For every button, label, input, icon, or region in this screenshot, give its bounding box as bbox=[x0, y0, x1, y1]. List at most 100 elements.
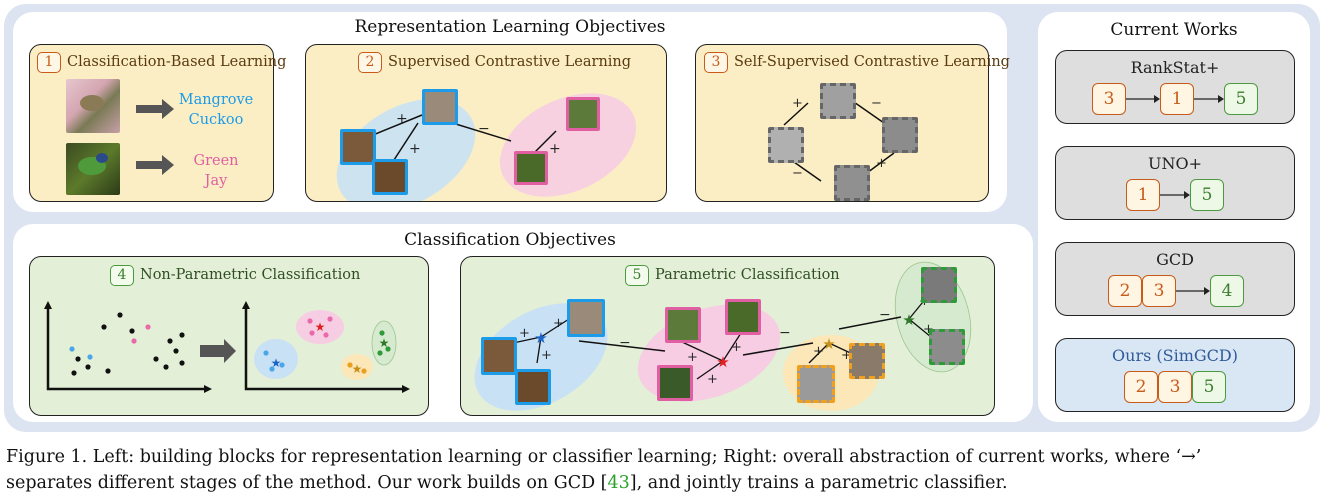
box2-number: 2 bbox=[358, 52, 382, 73]
svg-text:+: + bbox=[813, 344, 824, 359]
aug-thumb-1 bbox=[820, 83, 856, 119]
representation-title: Representation Learning Objectives bbox=[354, 17, 666, 37]
supervised-contrastive-diagram: + + − + bbox=[336, 93, 637, 201]
label-jay: Jay bbox=[204, 173, 228, 189]
box4-title: Non-Parametric Classification bbox=[140, 267, 361, 283]
svg-text:+: + bbox=[519, 326, 530, 341]
stage-tag: 2 bbox=[1124, 371, 1158, 403]
bird-thumb-5 bbox=[514, 151, 548, 185]
svg-text:+: + bbox=[541, 348, 552, 363]
svg-text:+: + bbox=[553, 316, 564, 331]
caption-line-2-start: separates different stages of the method… bbox=[6, 473, 608, 493]
bird-photo-mangrove-cuckoo bbox=[66, 79, 120, 133]
svg-text:+: + bbox=[707, 372, 718, 387]
param-thumb-8 bbox=[797, 365, 835, 403]
box5-header: 5 Parametric Classification bbox=[625, 265, 840, 286]
box3-header: 3 Self-Supervised Contrastive Learning bbox=[704, 52, 1010, 73]
svg-text:★: ★ bbox=[902, 311, 915, 329]
svg-text:+: + bbox=[731, 340, 742, 355]
box-parametric-classification: 5 Parametric Classification + + + − + + +… bbox=[460, 256, 995, 416]
svg-text:−: − bbox=[792, 166, 803, 181]
aug-thumb-4 bbox=[834, 165, 870, 201]
caption-line-1: Figure 1. Left: building blocks for repr… bbox=[6, 447, 1202, 467]
param-thumb-7 bbox=[849, 343, 885, 379]
bird-thumb-2 bbox=[340, 129, 376, 165]
svg-text:−: − bbox=[478, 121, 490, 137]
box4-number: 4 bbox=[110, 265, 134, 286]
label-green: Green bbox=[193, 153, 239, 169]
box5-title: Parametric Classification bbox=[655, 267, 840, 283]
param-thumb-5 bbox=[725, 299, 761, 335]
work-card-uno: UNO+ 1 5 bbox=[1055, 146, 1295, 220]
label-cuckoo: Cuckoo bbox=[188, 112, 244, 128]
box3-number: 3 bbox=[704, 52, 728, 73]
stage-tag: 5 bbox=[1192, 371, 1226, 403]
svg-text:−: − bbox=[619, 335, 631, 351]
stage-tag: 1 bbox=[1126, 179, 1160, 211]
box3-title: Self-Supervised Contrastive Learning bbox=[734, 54, 1010, 70]
param-thumb-3 bbox=[515, 369, 551, 405]
stage-tag: 1 bbox=[1160, 83, 1194, 115]
param-thumb-6 bbox=[657, 365, 693, 401]
aug-thumb-3 bbox=[768, 127, 804, 163]
svg-text:★: ★ bbox=[379, 336, 390, 350]
svg-text:−: − bbox=[879, 307, 891, 323]
work-card-rankstat: RankStat+ 3 1 5 bbox=[1055, 50, 1295, 124]
work-card-ours-simgcd: Ours (SimGCD) 2 3 5 bbox=[1055, 338, 1295, 412]
stage-tag: 3 bbox=[1092, 83, 1126, 115]
param-thumb-1 bbox=[481, 337, 517, 375]
param-thumb-2 bbox=[567, 299, 605, 337]
param-thumb-9 bbox=[921, 267, 957, 303]
label-green-jay: Green Jay bbox=[176, 151, 256, 191]
svg-text:−: − bbox=[779, 325, 791, 341]
svg-text:+: + bbox=[923, 322, 934, 337]
stage-arrow-icon bbox=[1160, 191, 1190, 199]
svg-text:★: ★ bbox=[315, 320, 326, 334]
bird-thumb-4 bbox=[566, 97, 600, 131]
box1-title: Classification-Based Learning bbox=[67, 54, 287, 70]
svg-text:−: − bbox=[871, 96, 882, 111]
svg-text:+: + bbox=[687, 350, 698, 365]
svg-text:+: + bbox=[792, 96, 803, 111]
label-mangrove: Mangrove bbox=[178, 92, 254, 108]
figure-caption: Figure 1. Left: building blocks for repr… bbox=[6, 444, 1318, 496]
stage-tag: 5 bbox=[1190, 179, 1224, 211]
stage-tag: 4 bbox=[1210, 275, 1244, 307]
box2-header: 2 Supervised Contrastive Learning bbox=[358, 52, 631, 73]
box1-number: 1 bbox=[37, 52, 61, 73]
svg-text:★: ★ bbox=[534, 329, 547, 347]
label-mangrove-cuckoo: Mangrove Cuckoo bbox=[176, 90, 256, 130]
box2-title: Supervised Contrastive Learning bbox=[388, 54, 632, 70]
svg-text:★: ★ bbox=[352, 362, 363, 376]
current-works-title: Current Works bbox=[1110, 20, 1238, 40]
box-supervised-contrastive-learning: 2 Supervised Contrastive Learning + + − + bbox=[305, 44, 667, 202]
stage-tag: 3 bbox=[1158, 371, 1192, 403]
work-name: GCD bbox=[1156, 250, 1194, 269]
non-parametric-diagram: ★ ★ ★ ★ bbox=[44, 301, 410, 393]
box1-header: 1 Classification-Based Learning bbox=[37, 52, 286, 73]
box4-header: 4 Non-Parametric Classification bbox=[110, 265, 360, 286]
svg-text:★: ★ bbox=[822, 335, 835, 353]
work-name: RankStat+ bbox=[1130, 58, 1220, 77]
stage-tag: 5 bbox=[1224, 83, 1258, 115]
aug-thumb-2 bbox=[882, 117, 918, 153]
box-non-parametric-classification: 4 Non-Parametric Classification ★ ★ ★ ★ bbox=[29, 256, 429, 416]
stage-arrow-icon bbox=[1176, 287, 1210, 295]
svg-text:+: + bbox=[396, 111, 408, 127]
param-thumb-10 bbox=[929, 329, 965, 365]
work-name: UNO+ bbox=[1147, 154, 1202, 173]
svg-text:★: ★ bbox=[716, 353, 729, 371]
bird-thumb-1 bbox=[422, 89, 458, 125]
param-thumb-4 bbox=[665, 307, 701, 343]
caption-line-2-end: ], and jointly trains a parametric class… bbox=[629, 473, 1008, 493]
bird-photo-green-jay bbox=[66, 143, 120, 195]
svg-text:★: ★ bbox=[271, 356, 282, 370]
box5-number: 5 bbox=[625, 265, 649, 286]
citation-link[interactable]: 43 bbox=[607, 473, 630, 493]
svg-text:+: + bbox=[549, 141, 561, 157]
classification-title: Classification Objectives bbox=[404, 230, 616, 250]
caption-line-2: separates different stages of the method… bbox=[6, 470, 1318, 496]
stage-tag: 2 bbox=[1108, 275, 1142, 307]
stage-tag: 3 bbox=[1142, 275, 1176, 307]
